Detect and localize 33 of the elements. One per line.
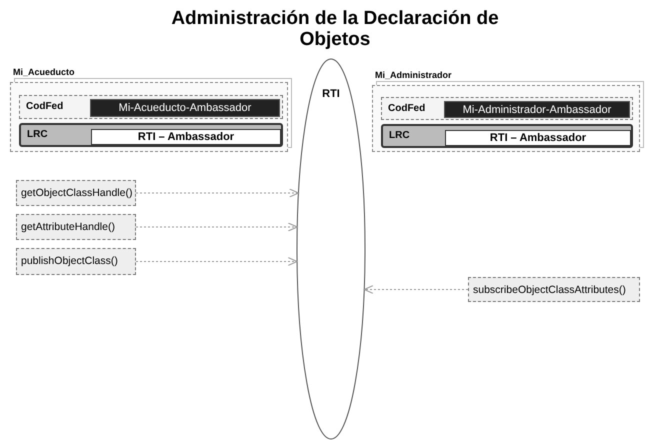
lrc-row	[19, 123, 283, 147]
arrow	[136, 222, 298, 232]
method-name: getObjectClassHandle()	[21, 187, 132, 199]
row-label: LRC	[27, 129, 48, 140]
codfed-row	[19, 95, 283, 119]
row-label: CodFed	[26, 101, 64, 112]
arrow	[364, 285, 468, 294]
arrow	[136, 257, 298, 266]
method-box	[16, 248, 136, 275]
ambassador-label: Mi-Acueducto-Ambassador	[118, 102, 252, 114]
row-label: LRC	[389, 130, 410, 141]
ambassador-label: RTI – Ambassador	[136, 131, 236, 143]
rti-label: RTI	[321, 88, 341, 100]
arrow	[136, 188, 299, 198]
method-box	[16, 180, 136, 206]
method-name: publishObjectClass()	[21, 255, 118, 267]
method-box	[468, 277, 640, 302]
title: Administración de la Declaración de Objetos	[170, 8, 500, 50]
codfed-row	[381, 97, 633, 120]
rti-ellipse	[296, 58, 366, 440]
row-label: CodFed	[388, 103, 426, 114]
ambassador-box	[445, 130, 631, 146]
ambassador-label: Mi-Administrador-Ambassador	[462, 104, 612, 116]
method-box	[16, 214, 136, 240]
federate-name: Mi_Acueducto	[13, 67, 75, 77]
method-name: subscribeObjectClassAttributes()	[473, 284, 626, 296]
method-name: getAttributeHandle()	[21, 221, 115, 233]
lrc-row	[381, 124, 633, 148]
federate-name: Mi_Administrador	[375, 70, 452, 80]
ambassador-label: RTI – Ambassador	[488, 132, 588, 144]
ambassador-box	[444, 101, 630, 118]
ambassador-box	[91, 129, 281, 145]
ambassador-box	[90, 99, 280, 117]
